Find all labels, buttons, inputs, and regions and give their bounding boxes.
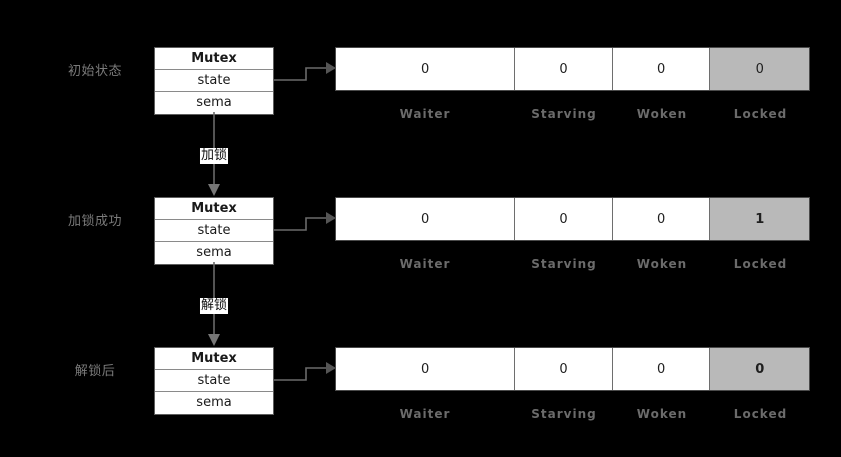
mutex-struct-box-row-0: Mutex state sema [154, 47, 274, 115]
bit-captions-row-1: Waiter Starving Woken Locked [335, 255, 810, 273]
connector-arrow-icon [274, 62, 336, 81]
bit-caption-locked-row-1: Locked [733, 257, 788, 271]
bit-caption-locked-row-0: Locked [733, 107, 788, 121]
bit-cell-starving-row-2: 0 [515, 348, 613, 390]
stage-label-row-0: 初始状态 [67, 64, 122, 79]
stage-label-row-2: 解锁后 [74, 364, 116, 379]
mutex-field-state-row-0: state [155, 70, 273, 92]
bit-caption-locked-row-2: Locked [733, 407, 788, 421]
state-to-bar-connector-row-2 [274, 356, 338, 382]
bit-caption-starving-row-2: Starving [531, 407, 597, 421]
bit-caption-woken-row-0: Woken [636, 107, 688, 121]
bit-caption-waiter-row-1: Waiter [399, 257, 451, 271]
bit-caption-waiter-row-0: Waiter [399, 107, 451, 121]
mutex-field-state-row-1: state [155, 220, 273, 242]
bit-captions-row-2: Waiter Starving Woken Locked [335, 405, 810, 423]
mutex-field-sema-row-1: sema [155, 242, 273, 264]
connector-arrow-icon [274, 362, 336, 381]
state-to-bar-connector-row-1 [274, 206, 338, 232]
transition-lock: 加锁 [184, 112, 244, 198]
transition-lock-label: 加锁 [199, 148, 229, 164]
mutex-struct-box-row-2: Mutex state sema [154, 347, 274, 415]
mutex-struct-title-row-0: Mutex [155, 48, 273, 70]
bit-cell-starving-row-0: 0 [515, 48, 613, 90]
stage-label-row-1: 加锁成功 [67, 214, 122, 229]
bit-caption-waiter-row-2: Waiter [399, 407, 451, 421]
bit-caption-starving-row-0: Starving [531, 107, 597, 121]
state-bit-bar-row-1: 0 0 0 1 [335, 197, 810, 241]
bit-caption-woken-row-1: Woken [636, 257, 688, 271]
mutex-field-sema-row-2: sema [155, 392, 273, 414]
bit-cell-locked-row-0: 0 [710, 48, 809, 90]
bit-caption-starving-row-1: Starving [531, 257, 597, 271]
mutex-struct-title-row-2: Mutex [155, 348, 273, 370]
bit-cell-locked-row-1: 1 [710, 198, 809, 240]
bit-cell-waiter-row-0: 0 [336, 48, 516, 90]
bit-captions-row-0: Waiter Starving Woken Locked [335, 105, 810, 123]
bit-cell-woken-row-0: 0 [612, 48, 711, 90]
bit-caption-woken-row-2: Woken [636, 407, 688, 421]
mutex-field-state-row-2: state [155, 370, 273, 392]
bit-cell-locked-row-2: 0 [710, 348, 809, 390]
bit-cell-woken-row-2: 0 [612, 348, 711, 390]
transition-unlock: 解锁 [184, 262, 244, 348]
mutex-struct-box-row-1: Mutex state sema [154, 197, 274, 265]
state-bit-bar-row-0: 0 0 0 0 [335, 47, 810, 91]
mutex-field-sema-row-0: sema [155, 92, 273, 114]
bit-cell-woken-row-1: 0 [612, 198, 711, 240]
state-bit-bar-row-2: 0 0 0 0 [335, 347, 810, 391]
bit-cell-waiter-row-1: 0 [336, 198, 516, 240]
state-to-bar-connector-row-0 [274, 56, 338, 82]
bit-cell-starving-row-1: 0 [515, 198, 613, 240]
bit-cell-waiter-row-2: 0 [336, 348, 516, 390]
transition-unlock-label: 解锁 [199, 298, 229, 314]
mutex-struct-title-row-1: Mutex [155, 198, 273, 220]
connector-arrow-icon [274, 212, 336, 231]
